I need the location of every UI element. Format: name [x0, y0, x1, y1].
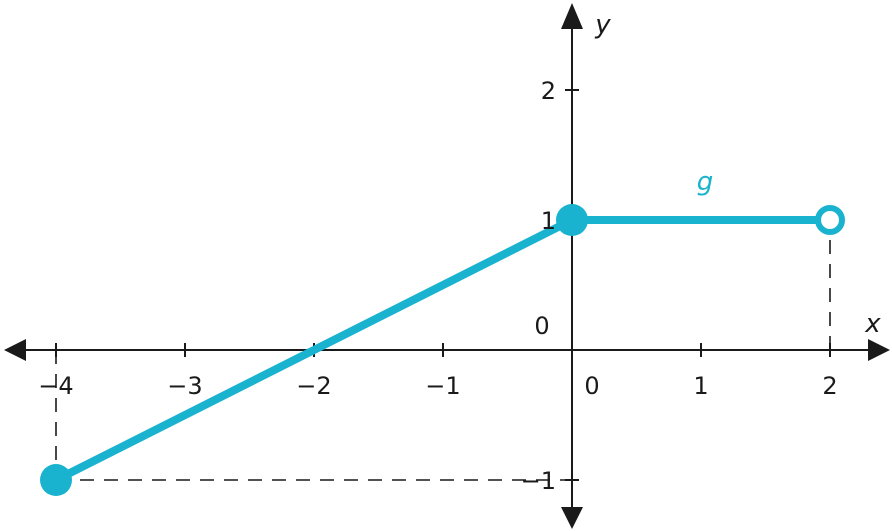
x-tick-label: 2 — [822, 372, 837, 400]
x-tick-label: −1 — [425, 372, 460, 400]
y-axis-label: y — [594, 10, 611, 40]
closed-endpoint — [556, 204, 588, 236]
x-tick-label: 1 — [693, 372, 708, 400]
x-zero-label: 0 — [584, 372, 599, 400]
y-axis-arrow-down — [561, 507, 583, 529]
x-tick-label: −2 — [296, 372, 331, 400]
guide-lines — [55, 220, 831, 481]
series-label-g: g — [697, 167, 714, 197]
y-axis-arrow-up — [561, 3, 583, 29]
y-tick-label: 1 — [541, 207, 556, 235]
closed-endpoint — [40, 464, 72, 496]
y-tick-label: 2 — [541, 77, 556, 105]
axes — [4, 3, 890, 529]
x-tick-label: −3 — [167, 372, 202, 400]
y-tick-label: −1 — [521, 467, 556, 495]
labels: x y g 0 0 −4 −3 −2 −1 1 2 2 1 −1 — [38, 10, 881, 495]
y-zero-label: 0 — [534, 312, 549, 340]
series-g — [40, 204, 845, 496]
series-segment — [52, 216, 576, 484]
x-tick-label: −4 — [38, 372, 73, 400]
x-axis-arrow-right — [868, 339, 890, 361]
x-axis-arrow-left — [4, 339, 26, 361]
x-axis-label: x — [864, 309, 881, 339]
open-endpoint — [815, 205, 845, 235]
